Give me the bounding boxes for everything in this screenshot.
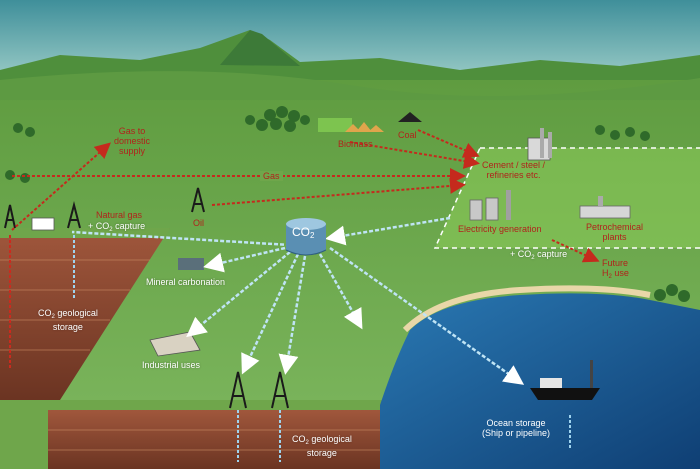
petrochemical-label: Petrochemical plants [586,222,644,242]
natural-gas-label: Natural gas [96,210,143,220]
future-h2-label: Future H2 use [602,258,629,280]
co2-hub [285,218,327,256]
industrial-uses-label: Industrial uses [142,360,201,370]
coal-label: Coal [398,130,417,140]
natural-gas-capture-label: + CO2 capture [88,221,146,233]
crop-field [318,118,352,132]
geo-storage-left-label: CO2 geological storage [38,308,98,332]
gas-domestic-label: Gas to domestic supply [114,126,151,156]
factories [469,128,631,221]
gas-label: Gas [260,171,283,181]
mineral-plant [178,258,204,270]
forest [5,106,690,302]
well-pipes [73,235,571,462]
derricks [4,187,289,409]
biomass-piles [345,122,384,132]
ocean-storage-label: Ocean storage (Ship or pipeline) [482,418,551,438]
center-soil [48,410,380,469]
ship [530,360,600,400]
cement-label: Cement / steel / refineries etc. [482,160,546,180]
industrial-building [149,331,201,357]
geo-storage-center-label: CO2 geological storage [292,434,352,458]
red-arrows [11,129,600,263]
oil-label: Oil [193,218,204,228]
mineral-carbonation-label: Mineral carbonation [146,277,226,287]
left-soil [0,228,170,400]
biomass-label: Biomass [338,139,373,149]
industrial-zone [435,148,700,248]
electricity-label: Electricity generation [458,224,542,234]
industry-capture-label: + CO2 capture [510,249,568,261]
blue-arrows [71,216,525,385]
beach [402,285,651,333]
gas-plant [31,217,55,231]
co2-hub-label: CO2 [292,225,315,241]
coal-pile [398,112,422,122]
